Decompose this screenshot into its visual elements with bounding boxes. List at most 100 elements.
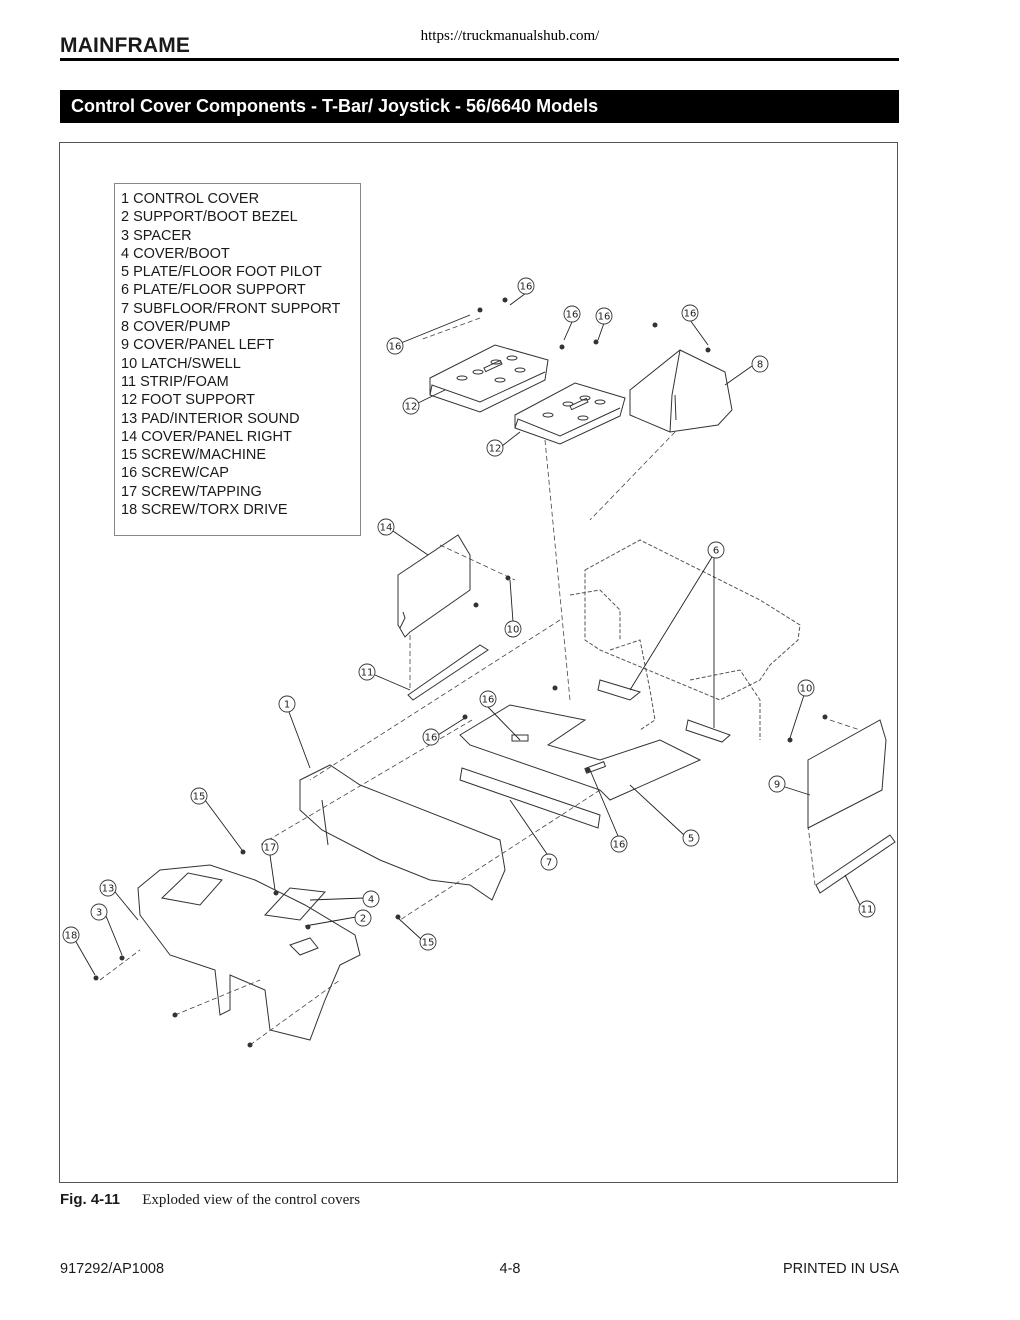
source-url: https://truckmanualshub.com/ (420, 28, 600, 44)
legend-item: 9 COVER/PANEL LEFT (121, 337, 275, 354)
callout-label: 16 (389, 342, 402, 353)
callout-label: 15 (422, 938, 435, 949)
pump-cover (629, 349, 733, 433)
callout-label: 8 (757, 360, 763, 371)
callout-label: 14 (380, 523, 393, 534)
callout-18: 18 (62, 926, 80, 944)
callout-5: 5 (682, 829, 700, 847)
callout-label: 9 (774, 780, 780, 791)
page-title: Control Cover Components - T-Bar/ Joysti… (60, 90, 899, 123)
legend-item: 14 COVER/PANEL RIGHT (121, 428, 292, 445)
callout-16: 16 (422, 728, 440, 746)
callout-16: 16 (386, 337, 404, 355)
callout-6: 6 (707, 541, 725, 559)
callout-label: 11 (361, 668, 374, 679)
callout-12: 12 (402, 397, 420, 415)
foot-support-lower (514, 382, 626, 445)
callout-16: 16 (479, 690, 497, 708)
floor-support-left (597, 679, 642, 701)
foam-strip-upper (407, 644, 489, 701)
printed-notice: PRINTED IN USA (782, 1261, 899, 1277)
callout-label: 12 (489, 444, 502, 455)
callout-label: 16 (598, 312, 611, 323)
boot-cover (263, 887, 327, 921)
legend-item: 3 SPACER (121, 227, 192, 244)
callout-label: 16 (684, 309, 697, 320)
callout-label: 16 (425, 733, 438, 744)
legend-item: 8 COVER/PUMP (121, 319, 231, 336)
legend-item: 2 SUPPORT/BOOT BEZEL (121, 209, 298, 226)
callout-label: 6 (713, 546, 719, 557)
callout-11: 11 (358, 663, 376, 681)
legend-item: 4 COVER/BOOT (121, 245, 230, 262)
callout-label: 16 (566, 310, 579, 321)
legend-item: 12 FOOT SUPPORT (121, 392, 256, 409)
boot-bezel (289, 937, 319, 956)
interior-sound-pad (137, 864, 361, 1041)
callout-label: 7 (546, 858, 552, 869)
callout-label: 16 (613, 840, 626, 851)
legend-item: 18 SCREW/TORX DRIVE (121, 502, 288, 519)
legend-item: 7 SUBFLOOR/FRONT SUPPORT (121, 300, 341, 317)
legend-item: 1 CONTROL COVER (121, 191, 260, 207)
figure-caption: Fig. 4-11 Exploded view of the control c… (60, 1191, 360, 1209)
callout-13: 13 (99, 879, 117, 897)
callout-label: 2 (360, 914, 366, 925)
callout-label: 12 (405, 402, 418, 413)
figure-number: Fig. 4-11 (60, 1191, 121, 1208)
callout-15: 15 (419, 933, 437, 951)
callout-16: 16 (610, 835, 628, 853)
callout-17: 17 (261, 838, 279, 856)
legend-item: 17 SCREW/TAPPING (121, 483, 262, 500)
callout-label: 4 (368, 895, 374, 906)
callout-label: 18 (65, 931, 78, 942)
legend-item: 10 LATCH/SWELL (121, 355, 241, 372)
figure-frame (59, 142, 898, 1183)
callout-label: 15 (193, 792, 206, 803)
callout-label: 11 (861, 905, 874, 916)
callout-16: 16 (563, 305, 581, 323)
subfloor-front-support (459, 767, 601, 829)
callout-8: 8 (751, 355, 769, 373)
callout-label: 16 (520, 282, 533, 293)
floor-support-right (685, 719, 731, 743)
foam-strip-lower (815, 834, 896, 894)
callout-label: 16 (482, 695, 495, 706)
callout-3: 3 (90, 903, 108, 921)
section-title: MAINFRAME (60, 34, 191, 57)
mainframe-outline (569, 539, 801, 740)
callout-label: 1 (284, 700, 290, 711)
callout-label: 3 (96, 908, 102, 919)
callout-16: 16 (595, 307, 613, 325)
legend-item: 13 PAD/INTERIOR SOUND (121, 410, 300, 427)
callout-10: 10 (504, 620, 522, 638)
callout-label: 10 (800, 684, 813, 695)
header-rule (60, 58, 899, 61)
callout-16: 16 (517, 277, 535, 295)
legend-item: 15 SCREW/MACHINE (121, 447, 267, 464)
callout-12: 12 (486, 439, 504, 457)
left-panel (807, 719, 887, 829)
callout-10: 10 (797, 679, 815, 697)
callout-7: 7 (540, 853, 558, 871)
callout-label: 13 (102, 884, 115, 895)
callout-1: 1 (278, 695, 296, 713)
right-panel (397, 534, 471, 638)
callout-2: 2 (354, 909, 372, 927)
parts-legend: 1 CONTROL COVER 2 SUPPORT/BOOT BEZEL 3 S… (114, 183, 361, 536)
callout-16: 16 (681, 304, 699, 322)
callout-label: 5 (688, 834, 694, 845)
callout-15: 15 (190, 787, 208, 805)
callout-label: 10 (507, 625, 520, 636)
callout-label: 17 (264, 843, 277, 854)
legend-item: 11 STRIP/FOAM (121, 373, 229, 390)
legend-item: 5 PLATE/FLOOR FOOT PILOT (121, 264, 322, 281)
page-number: 4-8 (499, 1261, 521, 1277)
foot-support-upper (429, 344, 549, 413)
callout-14: 14 (377, 518, 395, 536)
callout-9: 9 (768, 775, 786, 793)
figure-caption-text: Exploded view of the control covers (142, 1192, 361, 1208)
doc-number: 917292/AP1008 (60, 1261, 165, 1277)
legend-item: 6 PLATE/FLOOR SUPPORT (121, 282, 306, 299)
